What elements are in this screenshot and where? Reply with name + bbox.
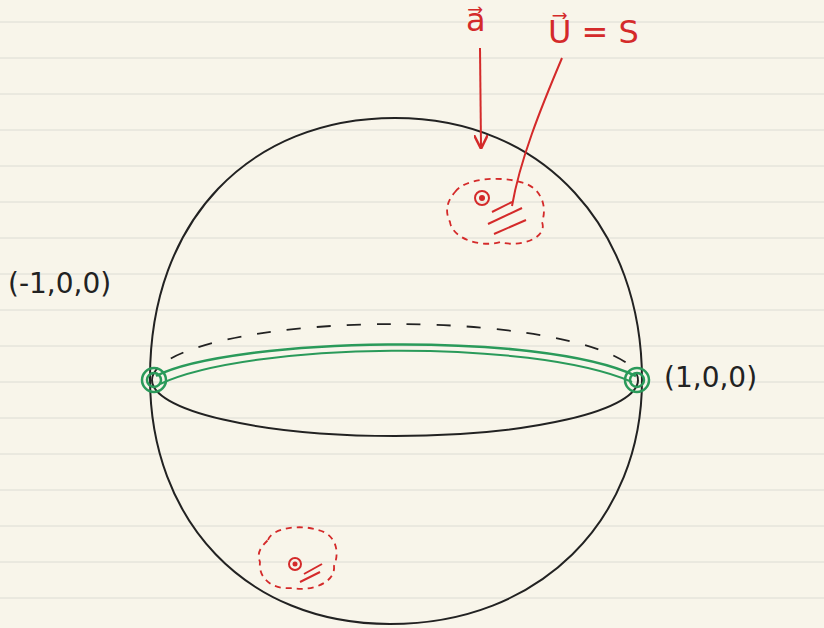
set-label: U⃗ = S: [548, 14, 639, 51]
point-a: [475, 191, 489, 205]
equator-front: [152, 380, 638, 436]
hatching: [300, 564, 322, 582]
green-point-circle: [142, 368, 649, 392]
green-arc: [160, 351, 632, 384]
coordinate-label: (1,0,0): [664, 362, 757, 394]
coordinate-label: (-1,0,0): [8, 268, 111, 300]
sphere-outline: [150, 118, 642, 624]
green-arc: [156, 344, 636, 376]
vector-label: a⃗: [466, 2, 486, 39]
equator-back: [152, 324, 638, 380]
hatching: [488, 202, 526, 234]
leader-line: [512, 58, 562, 206]
point: [289, 558, 301, 570]
ruled-lines: [0, 22, 824, 598]
neighbourhood-blob: [259, 527, 337, 589]
pointer-arrow: [480, 48, 481, 146]
point: [293, 562, 298, 567]
neighbourhood-blob: [447, 179, 544, 244]
point-a: [479, 195, 485, 201]
